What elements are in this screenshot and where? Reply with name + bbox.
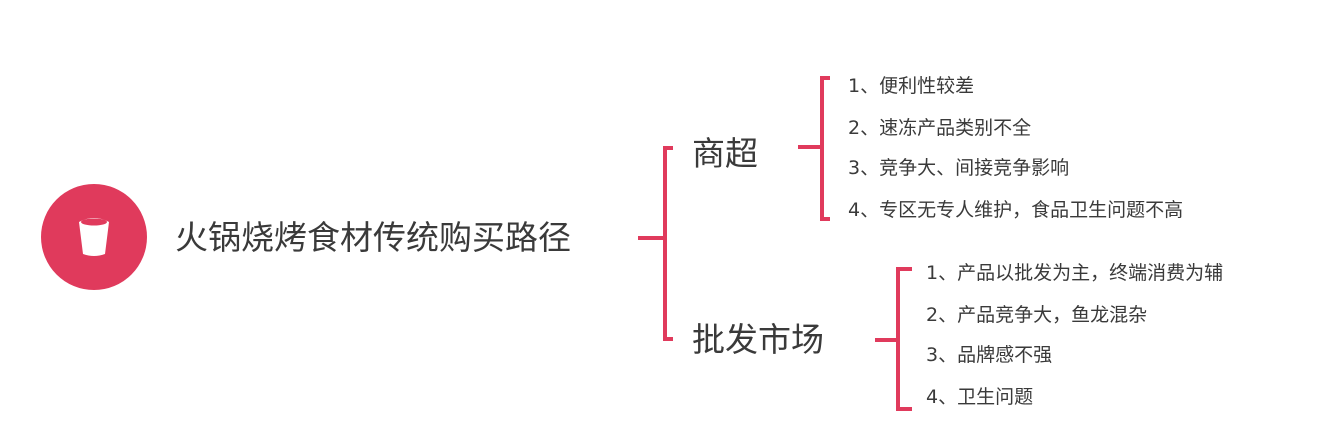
bracket-supermarket-bottom: [820, 217, 830, 221]
bracket-main-top: [663, 146, 673, 150]
list-item: 1、产品以批发为主，终端消费为辅: [926, 262, 1224, 284]
connector-wholesale: [875, 338, 900, 342]
bracket-main-bottom: [663, 337, 673, 341]
bracket-wholesale-top: [896, 267, 912, 271]
list-item: 3、竞争大、间接竞争影响: [848, 157, 1070, 179]
bracket-wholesale-bottom: [896, 407, 912, 411]
connector-supermarket: [798, 145, 823, 149]
list-item: 1、便利性较差: [848, 75, 975, 97]
connector-root: [638, 236, 666, 240]
bracket-supermarket-top: [820, 76, 830, 80]
root-title: 火锅烧烤食材传统购买路径: [175, 218, 571, 257]
branch-wholesale-market: 批发市场: [692, 320, 824, 359]
cup-icon: [79, 218, 109, 256]
bracket-main: [663, 146, 667, 341]
list-item: 2、速冻产品类别不全: [848, 117, 1032, 139]
root-icon-circle: [41, 184, 147, 290]
list-item: 4、专区无专人维护，食品卫生问题不高: [848, 199, 1184, 221]
list-item: 2、产品竞争大，鱼龙混杂: [926, 304, 1148, 326]
list-item: 3、品牌感不强: [926, 344, 1053, 366]
branch-supermarket: 商超: [692, 134, 758, 173]
list-item: 4、卫生问题: [926, 386, 1034, 408]
bracket-wholesale: [896, 267, 900, 411]
bracket-supermarket: [820, 76, 824, 221]
